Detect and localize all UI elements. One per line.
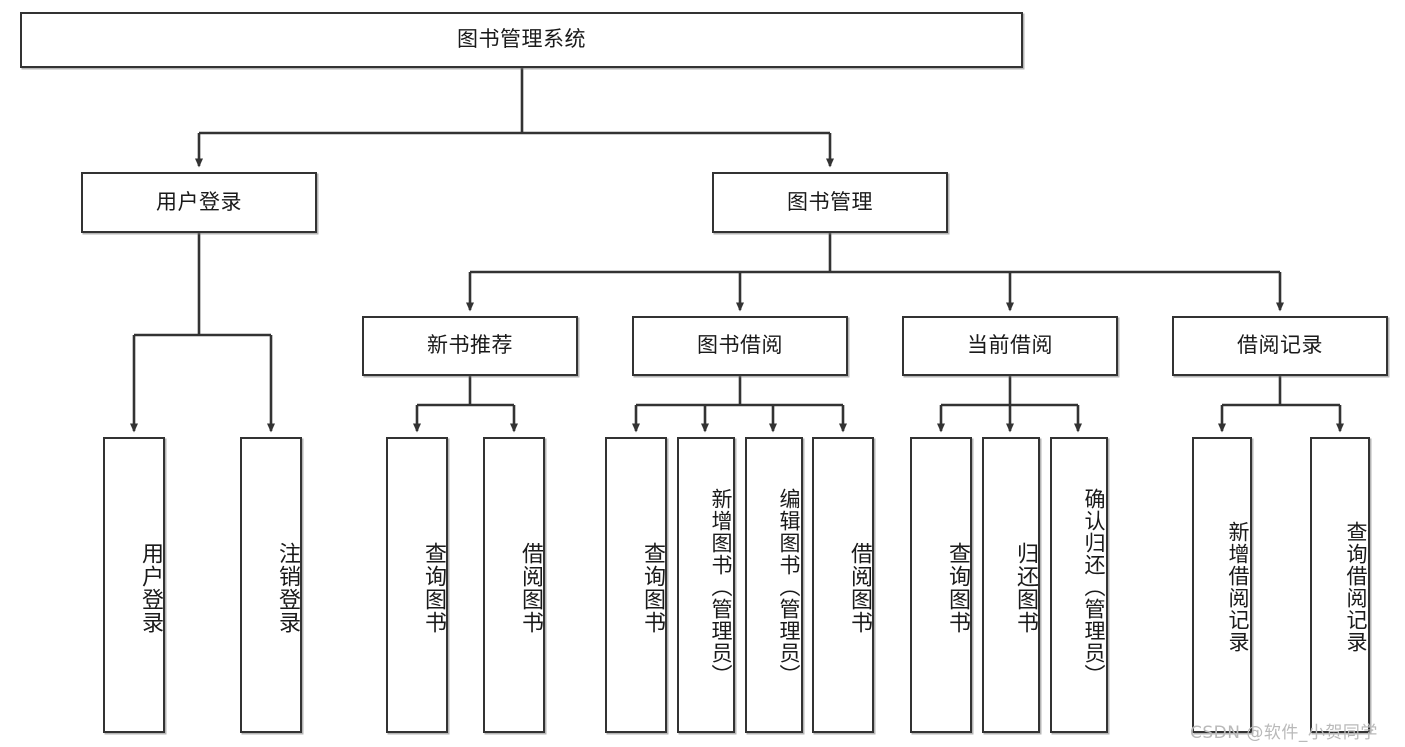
node-label: 编辑图书（管理员）	[777, 487, 801, 686]
node-label: 当前借阅	[967, 333, 1053, 358]
leaf-book-borrow-add-book-admin[interactable]: 新增图书（管理员）	[677, 437, 735, 733]
node-label: 注销登录	[275, 542, 300, 634]
leaf-borrow-records-query-record[interactable]: 查询借阅记录	[1310, 437, 1370, 733]
node-new-book-recommend[interactable]: 新书推荐	[362, 316, 578, 376]
node-label: 归还图书	[1013, 542, 1038, 634]
node-book-borrow[interactable]: 图书借阅	[632, 316, 848, 376]
node-label: 新书推荐	[427, 333, 513, 358]
node-current-borrow[interactable]: 当前借阅	[902, 316, 1118, 376]
leaf-user-login-login[interactable]: 用户登录	[103, 437, 165, 733]
leaf-new-book-borrow-book[interactable]: 借阅图书	[483, 437, 545, 733]
node-label: 借阅记录	[1237, 333, 1323, 358]
leaf-book-borrow-borrow-book[interactable]: 借阅图书	[812, 437, 874, 733]
node-label: 借阅图书	[518, 542, 543, 634]
leaf-current-borrow-query-book[interactable]: 查询图书	[910, 437, 972, 733]
node-label: 图书管理	[787, 189, 873, 214]
leaf-book-borrow-query-book[interactable]: 查询图书	[605, 437, 667, 733]
node-label: 新增借阅记录	[1226, 520, 1250, 653]
node-label: 图书借阅	[697, 333, 783, 358]
watermark-text: CSDN @软件_小贺同学	[1190, 723, 1378, 743]
node-root-book-management-system[interactable]: 图书管理系统	[20, 12, 1023, 68]
node-label: 用户登录	[156, 189, 242, 214]
node-label: 新增图书（管理员）	[709, 487, 733, 686]
node-label: 查询借阅记录	[1344, 520, 1368, 653]
node-user-login[interactable]: 用户登录	[81, 172, 317, 233]
node-book-management[interactable]: 图书管理	[712, 172, 948, 233]
node-label: 图书管理系统	[457, 27, 586, 52]
leaf-new-book-query-book[interactable]: 查询图书	[386, 437, 448, 733]
node-label: 确认归还（管理员）	[1082, 487, 1106, 686]
leaf-current-borrow-return-book[interactable]: 归还图书	[982, 437, 1040, 733]
leaf-user-login-logout[interactable]: 注销登录	[240, 437, 302, 733]
leaf-book-borrow-edit-book-admin[interactable]: 编辑图书（管理员）	[745, 437, 803, 733]
leaf-borrow-records-add-record[interactable]: 新增借阅记录	[1192, 437, 1252, 733]
node-label: 查询图书	[640, 542, 665, 634]
node-label: 查询图书	[945, 542, 970, 634]
leaf-current-borrow-confirm-return-admin[interactable]: 确认归还（管理员）	[1050, 437, 1108, 733]
node-borrow-records[interactable]: 借阅记录	[1172, 316, 1388, 376]
node-label: 借阅图书	[847, 542, 872, 634]
node-label: 查询图书	[421, 542, 446, 634]
node-label: 用户登录	[138, 542, 163, 634]
csdn-watermark: CSDN @软件_小贺同学	[1190, 718, 1378, 743]
